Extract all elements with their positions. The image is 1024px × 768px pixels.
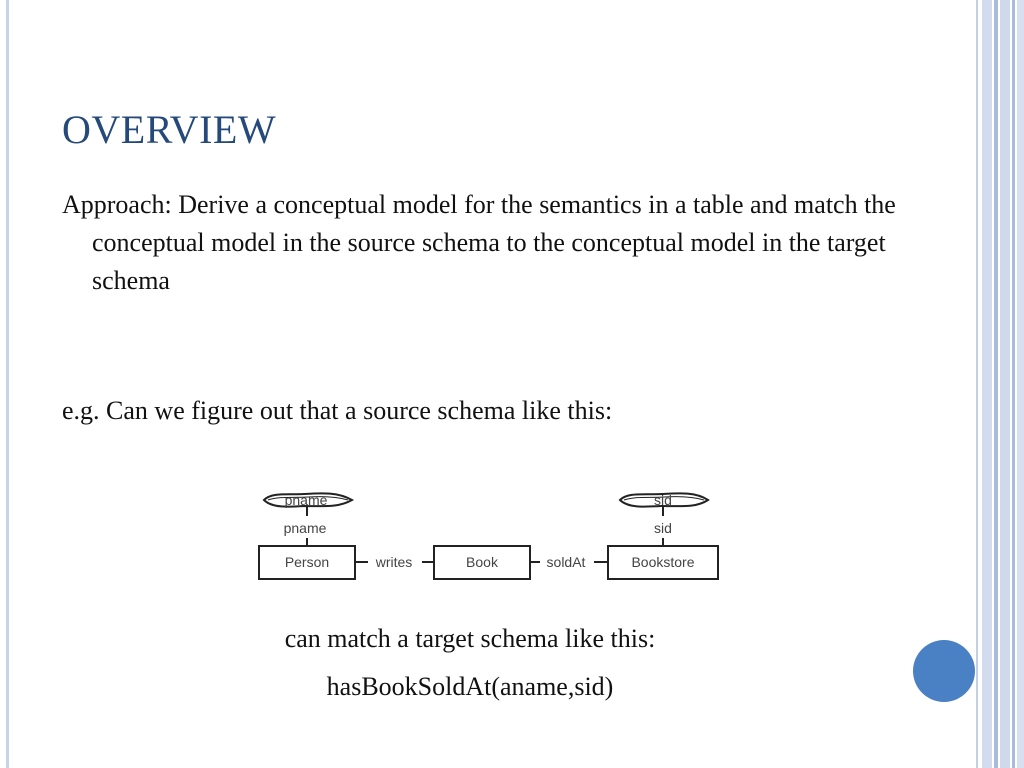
entity-bookstore-box [607, 545, 719, 580]
oval-pname-label: pname [285, 492, 328, 508]
target-schema-line: hasBookSoldAt(aname,sid) [326, 672, 614, 701]
oval-sid: sid [618, 492, 710, 508]
entity-book-box [433, 545, 531, 580]
example-paragraph: e.g. Can we figure out that a source sch… [62, 396, 613, 425]
rel-writes: writes [375, 554, 413, 570]
right-decorative-stripes [976, 0, 1024, 768]
slide-title: OVERVIEW [62, 107, 277, 152]
left-border [6, 0, 9, 768]
entity-person: Person [285, 554, 329, 570]
decorative-circle [913, 640, 975, 702]
target-intro-line: can match a target schema like this: [284, 624, 656, 653]
entity-bookstore: Bookstore [631, 554, 694, 570]
oval-sid-label: sid [654, 492, 672, 508]
attr-pname: pname [284, 520, 327, 536]
oval-pname: pname [262, 492, 355, 508]
source-schema-diagram: pname sid pname sid Person Book Bookstor… [258, 492, 719, 580]
approach-paragraph: Approach: Derive a conceptual model for … [62, 190, 896, 295]
entity-book: Book [466, 554, 499, 570]
attr-sid: sid [654, 520, 672, 536]
entity-person-box [258, 545, 356, 580]
rel-soldat: soldAt [547, 554, 586, 570]
